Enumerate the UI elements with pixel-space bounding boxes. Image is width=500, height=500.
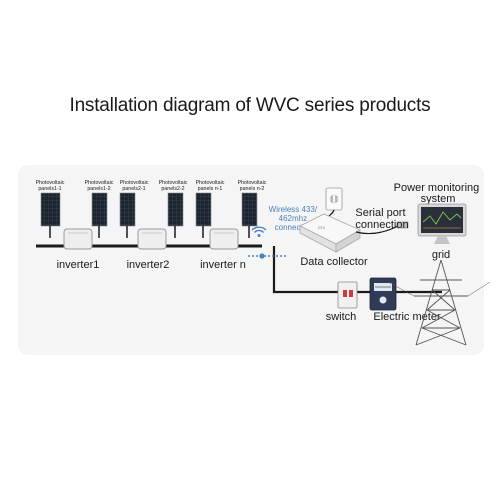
inverter-1-device (63, 228, 93, 250)
inverter-n-device (209, 228, 239, 250)
svg-text:DTU: DTU (318, 226, 326, 230)
solar-panel-2 (91, 192, 108, 238)
solar-panel-5 (195, 192, 212, 238)
solar-panel-4 (167, 192, 184, 238)
inverter-n-label: inverter n (200, 259, 246, 271)
monitor-icon (417, 203, 467, 244)
wireless-node (259, 253, 265, 259)
wall-outlet-icon (325, 187, 343, 211)
serial-connector (396, 221, 409, 229)
transmission-tower-icon (387, 259, 491, 346)
wifi-icon (251, 226, 267, 237)
inverter-2-device (137, 228, 167, 250)
solar-panel-3 (119, 192, 136, 238)
solar-panel-6 (241, 192, 258, 238)
data-collector-device: DTU (299, 213, 361, 253)
page-title: Installation diagram of WVC series produ… (69, 95, 431, 116)
grid-label: grid (432, 249, 450, 261)
serial-port-label: Serial port connection (355, 207, 408, 231)
electric-meter-icon (369, 277, 397, 311)
electric-meter-label: Electric meter (373, 311, 441, 323)
serial-cable (355, 225, 399, 235)
wireless-label: Wireless 433/ 462mhz connection (269, 205, 320, 232)
grid-cable (272, 246, 442, 294)
inverter-2-label: inverter2 (127, 259, 170, 271)
solar-panel-1 (40, 192, 61, 238)
switch-icon (337, 281, 358, 309)
data-collector-label: Data collector (300, 256, 368, 268)
power-monitoring-label: Power monitoring system (394, 182, 483, 205)
inverter-1-label: inverter1 (57, 259, 100, 271)
switch-label: switch (326, 311, 357, 323)
